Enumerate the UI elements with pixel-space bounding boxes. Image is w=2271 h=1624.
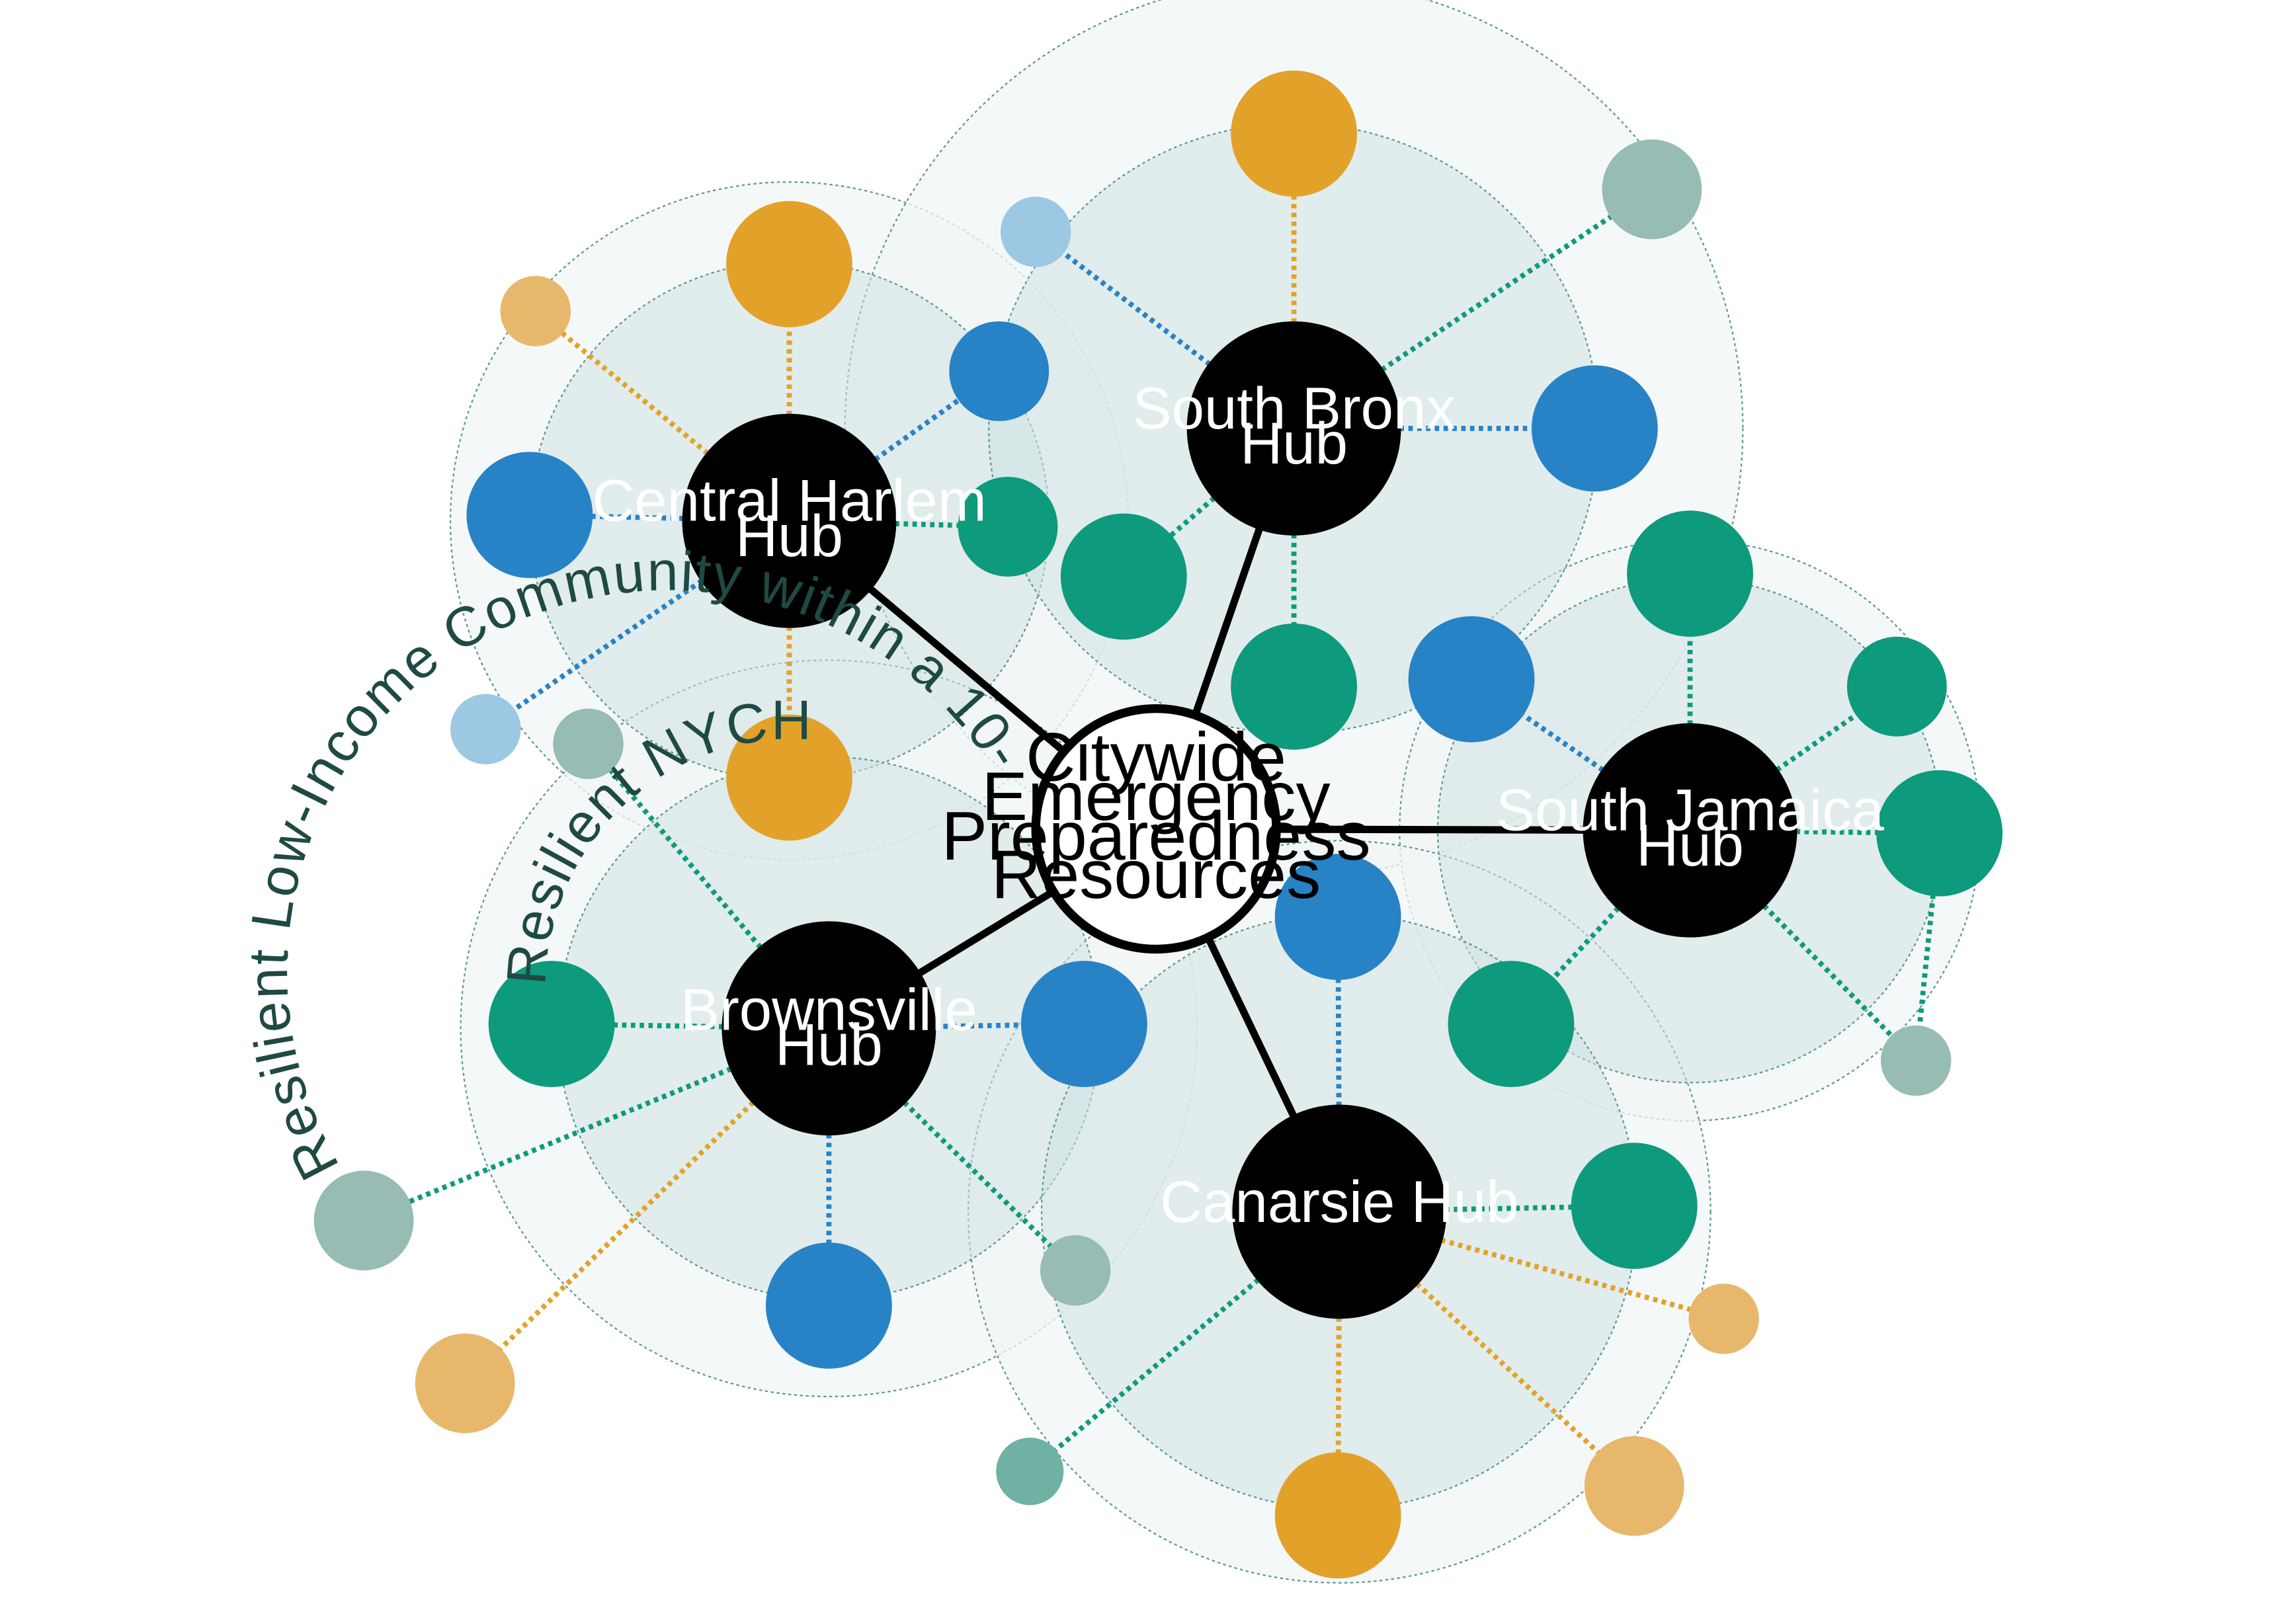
resource-node-brownsville-20: [488, 961, 615, 1087]
resource-node-canarsie-31: [996, 1438, 1064, 1506]
hub-label-brownsville-1: Brownsville: [681, 977, 977, 1042]
hub-label-south-bronx-2: Hub: [1240, 411, 1348, 476]
resource-node-central-harlem-5: [450, 694, 521, 764]
resource-nodes: [313, 70, 2003, 1579]
dotted-link-canarsie-29: [1335, 1211, 1342, 1516]
center-label-line-3: Preparedness: [942, 798, 1371, 875]
resource-node-brownsville-23: [765, 1242, 892, 1369]
dotted-link-south-jamaica-15: [1688, 684, 1899, 832]
hub-node-brownsville: [722, 921, 936, 1136]
dotted-link-brownsville-25: [463, 1026, 831, 1385]
dotted-link-canarsie-30: [1337, 1209, 1636, 1488]
resource-node-south-bronx-10: [1531, 365, 1658, 492]
hub-labels: Central Harlem Hub South Bronx Hub South…: [592, 376, 1884, 1235]
resource-node-south-bronx-8: [1000, 196, 1071, 267]
resource-node-south-bronx-7: [1231, 70, 1357, 197]
resource-node-south-jamaica-14: [1408, 616, 1535, 743]
hub-label-central-harlem-1: Central Harlem: [592, 468, 987, 534]
resource-node-central-harlem-4: [958, 477, 1058, 577]
resource-node-brownsville-24: [1040, 1235, 1111, 1306]
resource-node-south-jamaica-15: [1846, 636, 1947, 737]
resource-node-canarsie-27: [1571, 1143, 1698, 1270]
resource-node-south-jamaica-17: [1448, 961, 1575, 1087]
hub-node-south-jamaica: [1583, 723, 1797, 938]
resource-node-south-jamaica-18: [1880, 1025, 1952, 1096]
resource-node-brownsville-21: [1020, 961, 1147, 1087]
resource-node-south-jamaica-16: [1876, 770, 2003, 897]
center-label-line-2: Emergency: [981, 758, 1330, 835]
resource-node-brownsville-22: [313, 1170, 414, 1271]
center-node: Citywide Emergency Preparedness Resource…: [942, 704, 1371, 954]
resource-node-central-harlem-0: [726, 201, 852, 327]
hub-label-central-harlem-2: Hub: [735, 503, 843, 569]
resource-node-canarsie-29: [1274, 1452, 1401, 1579]
hub-label-canarsie: Canarsie Hub: [1160, 1169, 1518, 1235]
resource-node-central-harlem-3: [949, 321, 1050, 421]
hub-label-south-bronx-1: South Bronx: [1132, 376, 1455, 441]
resource-node-south-bronx-12: [1231, 623, 1357, 750]
resource-node-south-jamaica-13: [1627, 510, 1753, 637]
resource-node-south-bronx-11: [1060, 513, 1187, 640]
resource-node-canarsie-26: [1274, 854, 1401, 981]
hub-label-brownsville-2: Hub: [775, 1012, 883, 1078]
resource-node-central-harlem-1: [500, 276, 571, 346]
hub-nodes: [682, 321, 1797, 1319]
hub-label-south-jamaica-2: Hub: [1636, 813, 1744, 878]
resource-node-canarsie-28: [1688, 1283, 1759, 1354]
resource-node-south-bronx-9: [1602, 139, 1702, 239]
center-label-line-4: Resources: [991, 836, 1321, 913]
resource-node-central-harlem-2: [466, 452, 593, 579]
resource-node-central-harlem-6: [726, 714, 852, 841]
dotted-link-canarsie-31: [1028, 1209, 1341, 1474]
hub-node-canarsie: [1232, 1104, 1447, 1319]
dotted-link-south-jamaica-16: [1690, 827, 1940, 836]
hub-label-south-jamaica-1: South Jamaica: [1496, 778, 1885, 843]
hub-node-south-bronx: [1186, 321, 1401, 536]
center-circle: [1031, 704, 1281, 954]
center-label-line-1: Citywide: [1026, 719, 1286, 795]
resource-node-brownsville-25: [415, 1333, 515, 1434]
hub-node-central-harlem: [682, 413, 897, 628]
resource-node-canarsie-30: [1584, 1436, 1684, 1536]
resource-node-brownsville-19: [553, 708, 624, 780]
